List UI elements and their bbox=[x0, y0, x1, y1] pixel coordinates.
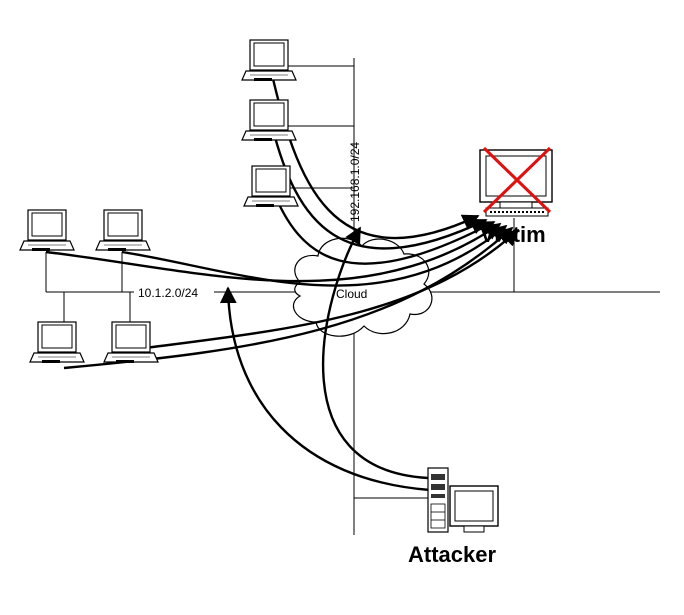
victim-label: Victim bbox=[480, 222, 546, 247]
laptop-icon bbox=[241, 99, 297, 142]
attack-paths bbox=[45, 65, 520, 492]
laptop-icon bbox=[95, 209, 151, 252]
laptop-icon bbox=[19, 209, 75, 252]
victim-cross-mark bbox=[482, 146, 552, 214]
laptop-icon bbox=[103, 321, 159, 364]
path-attacker-to-network-b bbox=[219, 286, 431, 492]
network-a-label: 192.168.1.0/24 bbox=[348, 142, 362, 222]
path-top-laptop-2-to-victim bbox=[270, 125, 488, 250]
path-left-laptop-2-to-victim bbox=[121, 224, 508, 287]
path-left-laptop-4-to-victim bbox=[129, 228, 520, 352]
path-attacker-to-network-a bbox=[321, 226, 429, 480]
laptop-icon bbox=[243, 165, 299, 208]
laptop-icon bbox=[29, 321, 85, 364]
network-b-label: 10.1.2.0/24 bbox=[138, 286, 198, 300]
cloud-label: Cloud bbox=[336, 287, 367, 301]
attacker-label: Attacker bbox=[408, 542, 496, 567]
attacker-computer-icon bbox=[427, 467, 499, 533]
path-top-laptop-1-to-victim bbox=[268, 65, 480, 240]
laptop-icon bbox=[241, 39, 297, 82]
path-top-laptop-3-to-victim bbox=[270, 187, 496, 265]
